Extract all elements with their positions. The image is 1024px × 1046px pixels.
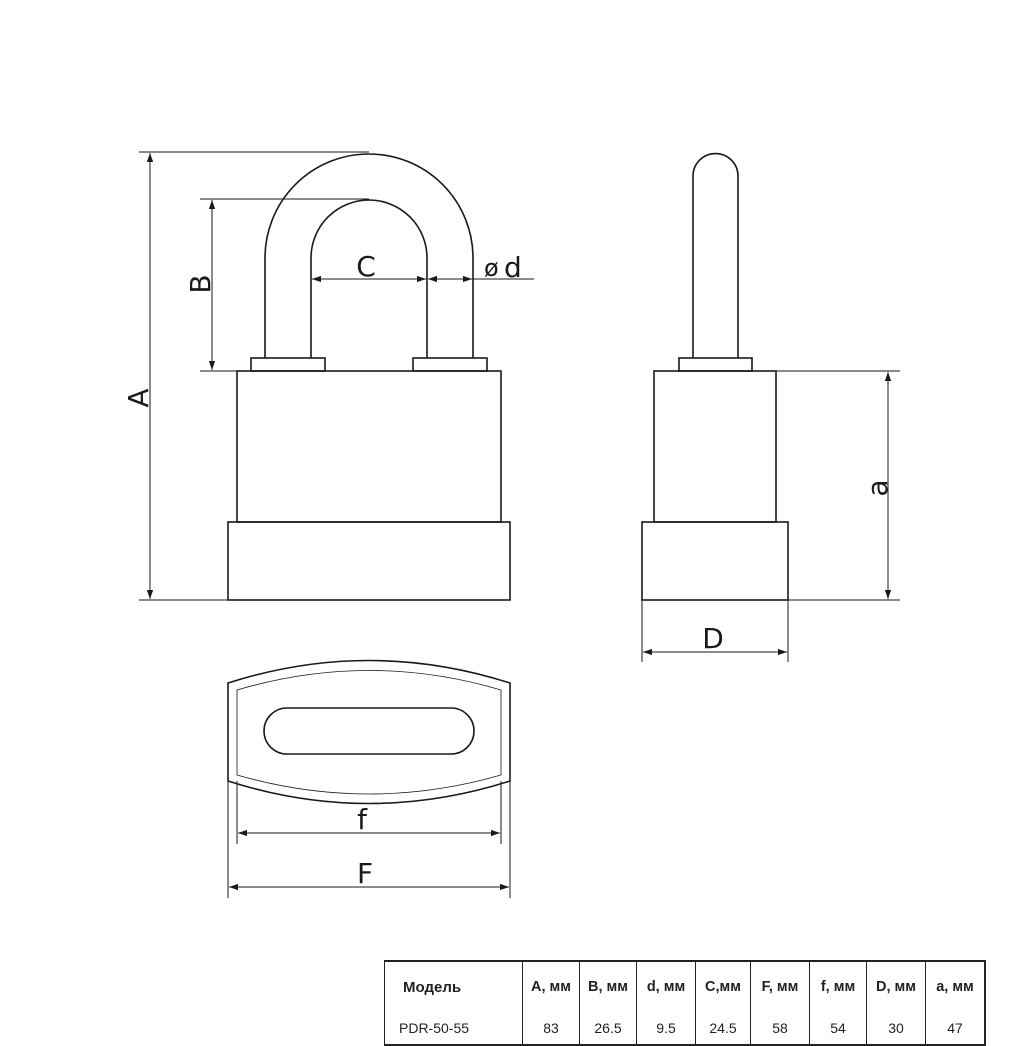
- cell-f: 54: [809, 1012, 867, 1046]
- header-d: d, мм: [636, 960, 696, 1012]
- cell-a: 47: [925, 1012, 986, 1046]
- label-F: F: [357, 857, 373, 890]
- dimension-C: C: [312, 250, 426, 283]
- bottom-view: [227, 659, 511, 805]
- front-view: [227, 153, 511, 601]
- shackle-collar-left: [250, 357, 326, 372]
- label-D: D: [702, 622, 724, 655]
- shackle-inner: [310, 199, 428, 358]
- side-body: [653, 370, 777, 523]
- header-a: a, мм: [925, 960, 986, 1012]
- cell-F: 58: [750, 1012, 810, 1046]
- cell-d: 9.5: [636, 1012, 696, 1046]
- label-a: a: [861, 479, 894, 496]
- label-A: A: [122, 388, 155, 407]
- keyhole-slot: [263, 707, 475, 755]
- side-view: [641, 152, 789, 601]
- label-C: C: [356, 250, 376, 283]
- header-F: F, мм: [750, 960, 810, 1012]
- lock-base: [227, 521, 511, 601]
- dimension-d: ø d: [428, 251, 534, 284]
- bottom-outline-inner: [236, 670, 502, 795]
- dimension-D: D: [641, 600, 789, 662]
- table-row: PDR-50-55 83 26.5 9.5 24.5 58 54 30 47: [384, 1012, 986, 1046]
- header-A: A, мм: [522, 960, 580, 1012]
- bottom-outline-outer: [227, 659, 511, 805]
- dimension-a: a: [776, 370, 900, 601]
- dimension-F: F: [227, 781, 511, 898]
- dimension-A: A: [122, 151, 369, 601]
- side-shackle: [692, 152, 739, 358]
- label-B: B: [184, 274, 217, 293]
- header-B: B, мм: [579, 960, 637, 1012]
- side-collar: [678, 357, 753, 372]
- cell-C: 24.5: [695, 1012, 751, 1046]
- cell-B: 26.5: [579, 1012, 637, 1046]
- table-header-row: Модель A, мм B, мм d, мм C,мм F, мм f, м…: [384, 960, 986, 1012]
- lock-body: [236, 370, 502, 523]
- dimension-f: f: [236, 781, 502, 844]
- header-D: D, мм: [866, 960, 926, 1012]
- header-f: f, мм: [809, 960, 867, 1012]
- header-C: C,мм: [695, 960, 751, 1012]
- header-model: Модель: [384, 960, 523, 1012]
- cell-D: 30: [866, 1012, 926, 1046]
- label-f: f: [357, 803, 368, 836]
- label-d: d: [504, 251, 522, 284]
- specifications-table: Модель A, мм B, мм d, мм C,мм F, мм f, м…: [384, 960, 986, 1046]
- dimension-B: B: [184, 198, 369, 372]
- side-base: [641, 521, 789, 601]
- cell-A: 83: [522, 1012, 580, 1046]
- diameter-symbol: ø: [484, 254, 499, 282]
- shackle-outer: [264, 153, 474, 358]
- shackle-collar-right: [412, 357, 488, 372]
- cell-model: PDR-50-55: [384, 1012, 523, 1046]
